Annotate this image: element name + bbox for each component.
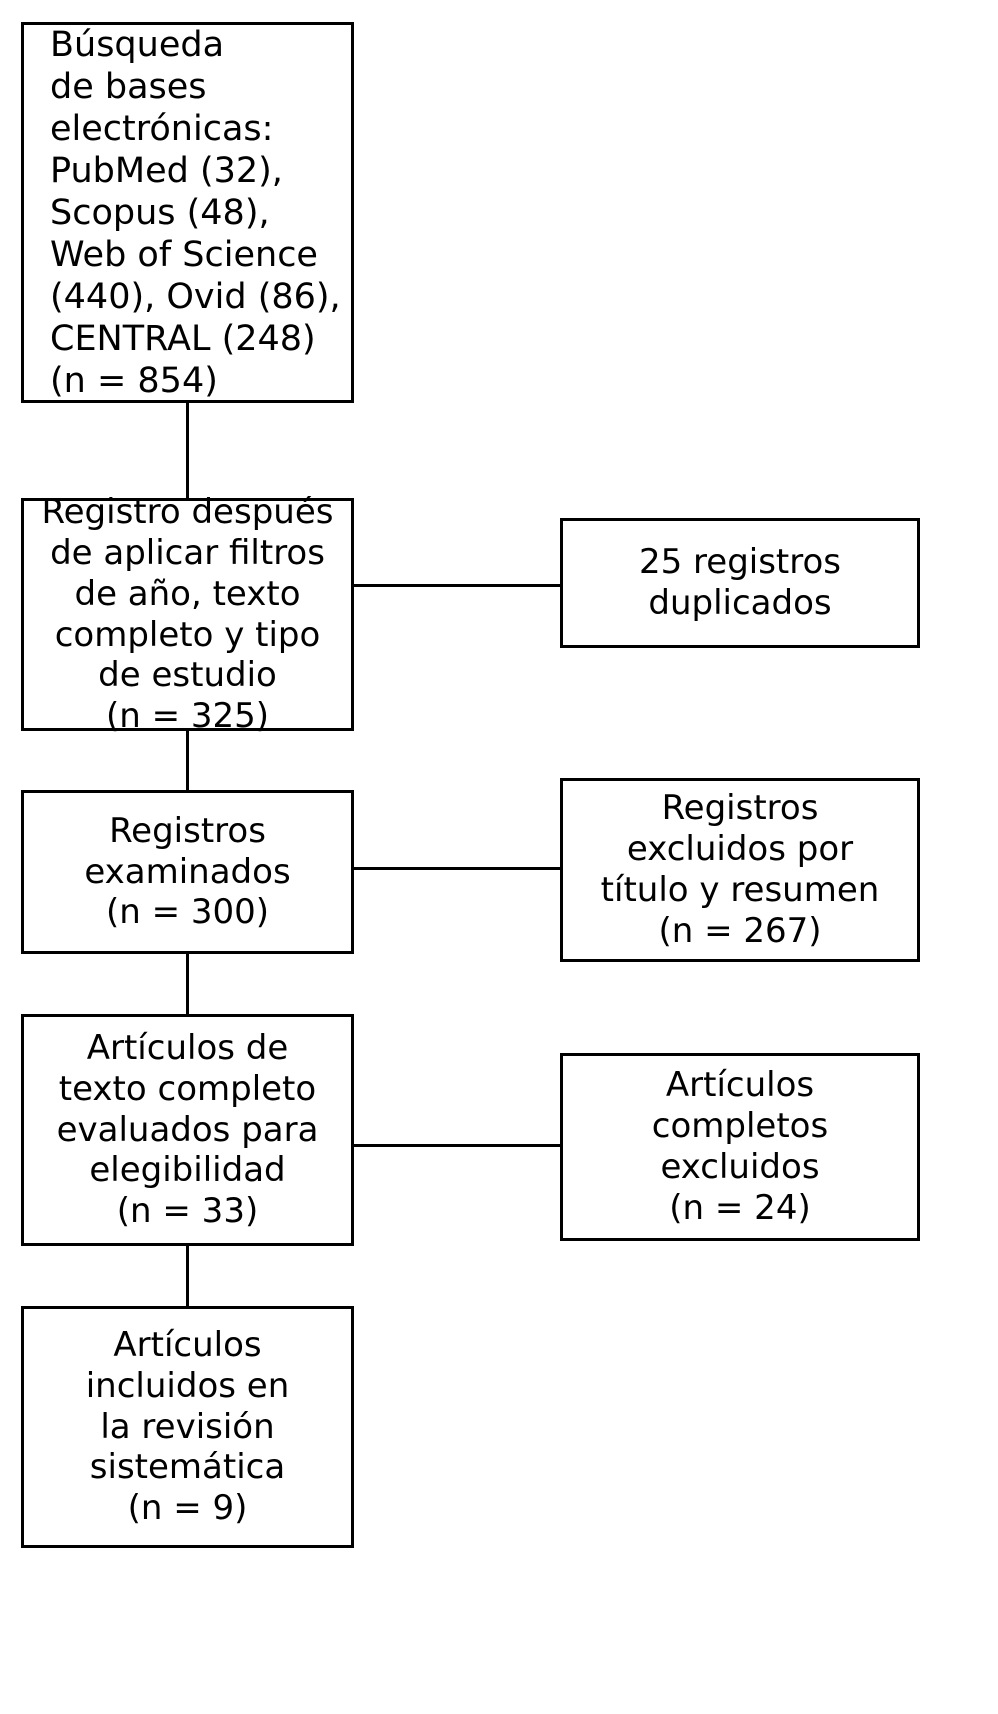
connector-eligibility-to-excluded-full (354, 1144, 560, 1147)
node-fulltext-excluded: Artículos completos excluidos (n = 24) (560, 1053, 920, 1241)
node-studies-included: Artículos incluidos en la revisión siste… (21, 1306, 354, 1548)
node-records-after-filters: Registro después de aplicar filtros de a… (21, 492, 354, 736)
node-identification-text: Búsqueda de bases electrónicas: PubMed (… (50, 24, 341, 401)
node-records-screened-text: Registros examinados (n = 300) (84, 810, 291, 933)
node-identification: Búsqueda de bases electrónicas: PubMed (… (21, 22, 354, 403)
connector-screened-to-eligibility (186, 954, 189, 1014)
node-fulltext-assessed-eligibility-text: Artículos de texto completo evaluados pa… (56, 1028, 319, 1232)
node-duplicate-records: 25 registros duplicados (560, 518, 920, 648)
node-fulltext-excluded-text: Artículos completos excluidos (n = 24) (651, 1065, 829, 1228)
node-records-screened: Registros examinados (n = 300) (21, 790, 354, 954)
connector-filtered-to-screened (186, 731, 189, 790)
node-fulltext-assessed-eligibility: Artículos de texto completo evaluados pa… (21, 1014, 354, 1246)
node-records-excluded-title-abstract: Registros excluidos por título y resumen… (560, 778, 920, 962)
node-records-after-filters-text: Registro después de aplicar filtros de a… (41, 492, 334, 737)
connector-identification-to-filtered (186, 403, 189, 498)
node-duplicate-records-text: 25 registros duplicados (638, 542, 842, 623)
node-records-excluded-title-abstract-text: Registros excluidos por título y resumen… (600, 788, 880, 951)
node-studies-included-text: Artículos incluidos en la revisión siste… (85, 1325, 290, 1529)
connector-eligibility-to-included (186, 1246, 189, 1306)
connector-screened-to-excluded-title (354, 867, 560, 870)
connector-filtered-to-duplicates (354, 584, 560, 587)
